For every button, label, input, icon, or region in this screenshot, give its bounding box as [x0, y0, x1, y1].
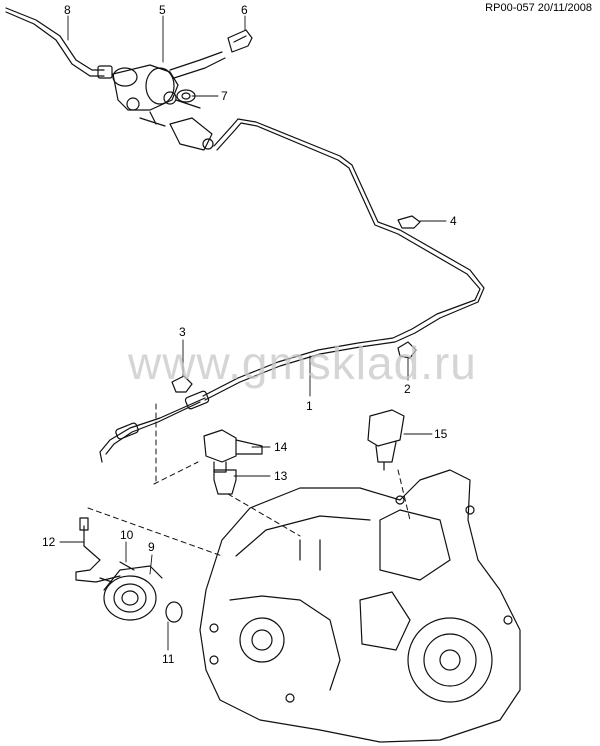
callout-1: 1 — [306, 399, 313, 413]
clip-part-4 — [397, 215, 421, 229]
callout-9: 9 — [148, 540, 155, 554]
transmission-housing — [199, 469, 521, 743]
callout-14: 14 — [274, 440, 288, 454]
oring-part-11 — [165, 601, 183, 623]
callout-3: 3 — [179, 325, 186, 339]
hydraulic-line-part-1 — [202, 118, 485, 401]
callout-11: 11 — [162, 652, 175, 666]
clip-part-6 — [227, 29, 253, 53]
bleed-tube-part-12 — [75, 517, 121, 583]
screw-part-10 — [99, 561, 135, 583]
callout-8: 8 — [64, 3, 71, 17]
line-connector-upper — [169, 117, 214, 151]
fitting-part-13 — [213, 469, 237, 495]
master-cylinder-part-5 — [112, 51, 226, 127]
drawing-code: RP00-057 20/11/2008 — [485, 2, 592, 14]
release-bearing-part-9 — [103, 565, 163, 621]
callout-leaders — [59, 15, 447, 651]
assembly-guide-lines — [87, 403, 411, 557]
callout-12: 12 — [42, 535, 56, 549]
callout-7: 7 — [221, 89, 228, 103]
callout-10: 10 — [120, 528, 134, 542]
callout-6: 6 — [241, 3, 248, 17]
callout-15: 15 — [434, 427, 448, 441]
callout-2: 2 — [404, 382, 411, 396]
hose-part-8 — [5, 7, 113, 79]
callout-5: 5 — [159, 3, 166, 17]
elbow-fitting-part-14 — [203, 429, 263, 473]
hose-end — [99, 390, 210, 463]
callout-4: 4 — [450, 214, 457, 228]
clip-part-3 — [171, 375, 193, 393]
watermark: www.gmsklad.ru — [128, 337, 477, 389]
sensor-part-15 — [367, 409, 405, 471]
callout-13: 13 — [274, 469, 288, 483]
clip-part-2 — [397, 341, 417, 359]
